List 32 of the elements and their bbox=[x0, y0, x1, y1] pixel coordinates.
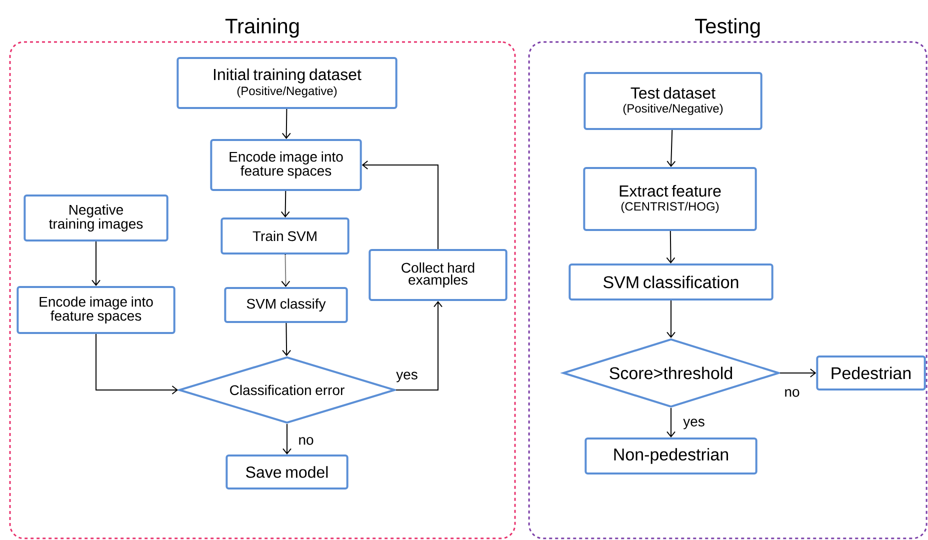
process-box: Negative training images bbox=[24, 194, 168, 242]
process-box: Encode image into feature spaces bbox=[210, 139, 362, 191]
process-box: Pedestrian bbox=[816, 355, 926, 390]
arrow bbox=[362, 160, 438, 250]
process-box: Train SVM bbox=[220, 217, 350, 254]
edge-label: yes bbox=[682, 418, 706, 430]
process-box: Initial training dataset (Positive/Negative) bbox=[176, 57, 398, 109]
arrow bbox=[666, 230, 676, 264]
arrow bbox=[282, 322, 292, 356]
process-box: Save model bbox=[226, 454, 348, 490]
arrow bbox=[666, 300, 676, 338]
arrow bbox=[780, 368, 816, 378]
arrow bbox=[282, 108, 291, 139]
process-box: SVM classify bbox=[224, 286, 348, 323]
process-box: Non-pedestrian bbox=[584, 437, 758, 474]
arrow bbox=[666, 407, 676, 438]
process-box: Test dataset (Positive/Negative) bbox=[584, 72, 762, 130]
arrow bbox=[666, 130, 676, 167]
arrow bbox=[396, 301, 442, 390]
edge-label: no bbox=[297, 436, 315, 446]
process-box: Collect hard examples bbox=[368, 248, 508, 301]
node-label: Training bbox=[225, 18, 299, 38]
arrow bbox=[92, 240, 101, 286]
node-label: Testing bbox=[695, 18, 760, 38]
arrow bbox=[282, 423, 292, 454]
arrow bbox=[281, 254, 290, 287]
arrow bbox=[280, 190, 290, 218]
edge-label: no bbox=[783, 388, 801, 398]
process-box: SVM classification bbox=[568, 263, 774, 300]
process-box: Extract feature (CENTRIST/HOG) bbox=[583, 166, 757, 231]
arrow bbox=[96, 333, 178, 394]
process-box: Encode image into feature spaces bbox=[16, 286, 176, 334]
